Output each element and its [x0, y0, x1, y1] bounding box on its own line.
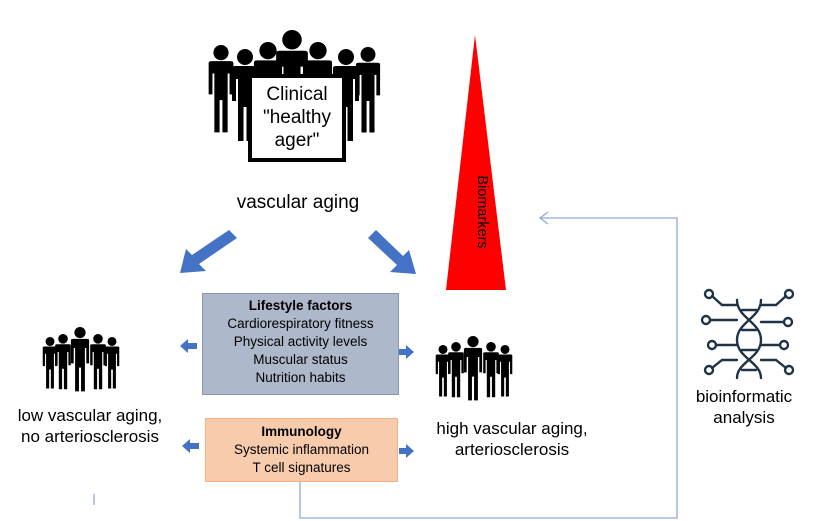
sign-line: "healthy [262, 107, 331, 128]
arrow-down-left [180, 230, 237, 273]
lifestyle-title: Lifestyle factors [248, 298, 353, 313]
lifestyle-item: Muscular status [253, 352, 348, 367]
sign-line: Clinical [266, 84, 328, 105]
caption-line: low vascular aging, [17, 406, 163, 425]
sign-line: ager" [274, 130, 320, 151]
healthy-ager-sign: Clinical "healthy ager" [252, 83, 342, 152]
lifestyle-item: Physical activity levels [233, 334, 368, 349]
arrow-immunology-right [399, 444, 414, 458]
immunology-item: Systemic inflammation [233, 442, 370, 457]
side-arrows [180, 339, 414, 458]
high-vascular-aging-caption: high vascular aging, arteriosclerosis [432, 418, 592, 460]
biomarkers-label: Biomarkers [474, 175, 490, 248]
bioinformatic-analysis-caption: bioinformatic analysis [680, 386, 808, 428]
arrow-immunology-left [182, 439, 199, 453]
lifestyle-factors-box: Lifestyle factors Cardiorespiratory fitn… [202, 293, 399, 395]
top-crowd-icon [208, 30, 381, 162]
caption-line: high vascular aging, [436, 419, 588, 438]
feedback-connector [299, 211, 678, 519]
caption-line: arteriosclerosis [454, 440, 570, 459]
lifestyle-item: Cardiorespiratory fitness [227, 316, 374, 331]
right-crowd-icon [435, 336, 513, 401]
vascular-aging-caption: vascular aging [236, 192, 360, 213]
immunology-box: Immunology Systemic inflammation T cell … [205, 418, 398, 482]
caption-line: analysis [713, 408, 775, 427]
biomarkers-triangle [446, 35, 506, 290]
caption-line: bioinformatic [695, 387, 793, 406]
immunology-title: Immunology [261, 424, 342, 439]
diagonal-arrows [180, 230, 416, 274]
arrow-lifestyle-left [180, 339, 197, 353]
left-crowd-icon [42, 327, 120, 392]
dna-circuit-icon [700, 288, 795, 380]
low-vascular-aging-caption: low vascular aging, no arteriosclerosis [5, 405, 175, 447]
immunology-item: T cell signatures [252, 460, 351, 475]
arrow-down-right [368, 230, 416, 274]
lifestyle-item: Nutrition habits [255, 370, 346, 385]
arrow-lifestyle-right [399, 345, 414, 359]
caption-line: no arteriosclerosis [21, 427, 159, 446]
